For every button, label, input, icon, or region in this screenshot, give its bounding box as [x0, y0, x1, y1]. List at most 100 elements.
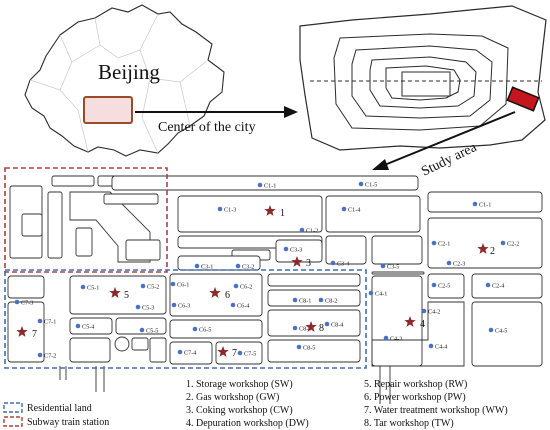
sample-point-label: C8-3	[299, 326, 311, 333]
workshop-number-label: 6	[225, 290, 230, 301]
workshop-number-label: 2	[490, 246, 495, 257]
center-of-city-label: Center of the city	[158, 120, 256, 135]
center-arrow	[135, 106, 298, 118]
sample-point	[358, 181, 364, 187]
legend-label-subway: Subway train station	[27, 417, 109, 428]
sample-point	[230, 302, 236, 308]
sample-point-label: C2-3	[453, 261, 465, 268]
sample-point	[431, 282, 437, 288]
workshop-item: 2. Gas workshop (GW)	[186, 392, 279, 403]
sample-point-label: C6-1	[177, 282, 189, 289]
sample-point	[341, 206, 347, 212]
sample-point	[299, 227, 305, 233]
sample-point-label: C4-5	[495, 328, 507, 335]
sample-point	[235, 263, 241, 269]
beijing-map: Beijing	[24, 4, 225, 157]
sample-point	[472, 201, 478, 207]
sample-point	[135, 304, 141, 310]
sample-point	[488, 327, 494, 333]
sample-point-label: C1-3	[224, 207, 236, 214]
study-area-marker	[506, 86, 540, 112]
sample-point-label: C1-4	[348, 207, 360, 214]
workshop-star-icon	[291, 256, 303, 267]
sample-point	[140, 283, 146, 289]
workshop-star-icon	[217, 346, 229, 357]
inset-outline	[299, 5, 547, 151]
sample-point-label: C7-1	[44, 319, 56, 326]
sample-point-label: C1-5	[365, 182, 377, 189]
workshop-star-icon	[404, 316, 416, 327]
sample-point	[296, 344, 302, 350]
sample-point-label: C4-3	[390, 336, 402, 343]
sample-point	[292, 297, 298, 303]
workshop-number-label: 4	[420, 319, 425, 330]
sample-point	[171, 302, 177, 308]
sample-point-label: C5-3	[142, 305, 154, 312]
sample-point	[292, 325, 298, 331]
legend-swatch-residential	[3, 402, 23, 413]
workshop-item: 8. Tar workshop (TW)	[364, 418, 454, 429]
sample-point-label: C4-1	[375, 291, 387, 298]
workshop-star-icon	[477, 243, 489, 254]
workshop-number-label: 1	[280, 208, 285, 219]
sample-point	[75, 323, 81, 329]
sample-point	[237, 350, 243, 356]
workshop-number-label: 7	[32, 329, 37, 340]
workshop-item: 1. Storage workshop (SW)	[186, 379, 293, 390]
workshop-item: 3. Coking workshop (CW)	[186, 405, 293, 416]
sample-point-label: C3-2	[242, 264, 254, 271]
workshop-item: 7. Water treatment workshop (WW)	[364, 405, 508, 416]
sample-point	[177, 349, 183, 355]
sample-point-label: C7-5	[244, 351, 256, 358]
sample-point	[368, 290, 374, 296]
subway-station-zone	[4, 167, 168, 273]
beijing-outline	[24, 4, 225, 157]
sample-point-label: C6-3	[178, 303, 190, 310]
sample-point-label: C5-2	[147, 284, 159, 291]
sample-point-label: C4-4	[435, 344, 447, 351]
workshop-item: 5. Repair workshop (RW)	[364, 379, 467, 390]
sample-point	[37, 318, 43, 324]
sample-point-label: C7-2	[44, 353, 56, 360]
sample-point	[170, 281, 176, 287]
sample-point-label: C5-1	[87, 285, 99, 292]
workshop-number-label: 5	[124, 290, 129, 301]
sample-point	[383, 335, 389, 341]
sample-point-label: C3-4	[337, 261, 349, 268]
sample-point	[139, 327, 145, 333]
sample-point	[194, 263, 200, 269]
sample-point-label: C8-5	[303, 345, 315, 352]
city-center-box	[83, 96, 133, 124]
sample-point	[428, 343, 434, 349]
sample-point-label: C3-3	[290, 247, 302, 254]
sample-point-label: C3-1	[201, 264, 213, 271]
sample-point	[37, 352, 43, 358]
legend-swatch-subway	[3, 416, 23, 427]
workshop-item: 6. Power workshop (PW)	[364, 392, 466, 403]
workshop-number-label: 3	[306, 258, 311, 269]
sample-point	[217, 206, 223, 212]
sample-point-label: C3-5	[387, 264, 399, 271]
sample-point	[283, 246, 289, 252]
sample-point-label: C5-4	[82, 324, 94, 331]
workshop-list: 1. Storage workshop (SW) 2. Gas workshop…	[186, 379, 508, 429]
sample-point	[80, 284, 86, 290]
sample-point	[380, 263, 386, 269]
sample-point	[14, 299, 20, 305]
workshop-number-label: 8	[319, 323, 324, 334]
sample-point-label: C2-4	[492, 283, 504, 290]
sample-point-label: C7-3	[21, 300, 33, 307]
sample-point-label: C2-2	[507, 241, 519, 248]
workshop-item: 4. Depuration workshop (DW)	[186, 418, 309, 429]
sample-point	[324, 321, 330, 327]
workshop-star-icon	[209, 287, 221, 298]
sample-point-label: C6-2	[240, 284, 252, 291]
sample-point	[233, 283, 239, 289]
sample-point-label: C5-5	[146, 328, 158, 335]
sample-point-label: C8-4	[331, 322, 343, 329]
sample-point	[500, 240, 506, 246]
workshop-star-icon	[16, 326, 28, 337]
legend-label-residential: Residential land	[27, 403, 92, 414]
